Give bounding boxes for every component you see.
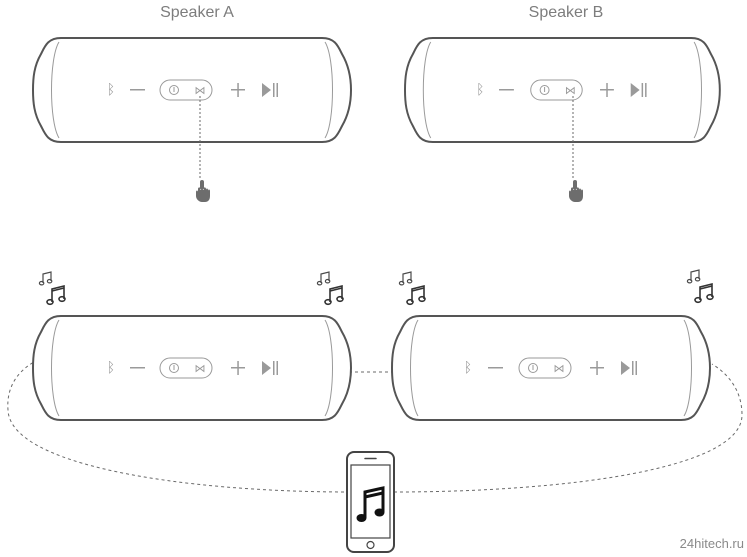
bluetooth-icon[interactable]: ᛒ — [476, 82, 484, 98]
smartphone-icon — [346, 451, 395, 553]
connect-plus-icon[interactable]: ⋈ — [195, 84, 206, 97]
power-icon[interactable] — [539, 85, 550, 95]
bluetooth-icon[interactable]: ᛒ — [107, 82, 115, 98]
power-connect-button-group — [159, 79, 213, 101]
volume-down-icon[interactable] — [488, 367, 503, 369]
connect-plus-icon[interactable]: ⋈ — [565, 84, 576, 97]
volume-down-icon[interactable] — [130, 89, 145, 91]
power-icon[interactable] — [169, 363, 179, 373]
power-connect-button-group — [518, 357, 572, 379]
wireless-links — [7, 361, 743, 493]
music-note-icon — [356, 486, 385, 522]
volume-down-icon[interactable] — [130, 367, 145, 369]
power-connect-button-group — [159, 357, 213, 379]
bluetooth-icon[interactable]: ᛒ — [464, 360, 472, 376]
connect-plus-icon[interactable]: ⋈ — [554, 362, 565, 375]
power-icon[interactable] — [169, 85, 179, 95]
power-icon[interactable] — [528, 363, 538, 373]
volume-down-icon[interactable] — [499, 89, 514, 91]
music-notes-icon — [316, 271, 344, 306]
music-notes-icon — [38, 271, 66, 306]
play-pause-icon[interactable] — [621, 361, 637, 375]
link-phone-left-loop — [7, 361, 351, 493]
bluetooth-icon[interactable]: ᛒ — [107, 360, 115, 376]
hand-pointer-icon — [196, 180, 210, 202]
volume-up-icon[interactable] — [590, 361, 604, 375]
speaker-a-paired: ᛒ ⋈ — [32, 315, 352, 421]
music-notes-icon — [686, 269, 714, 304]
volume-up-icon[interactable] — [231, 83, 245, 97]
speaker-b-paired: ᛒ ⋈ — [391, 315, 711, 421]
play-pause-icon[interactable] — [262, 83, 278, 97]
music-notes-icon — [398, 271, 426, 306]
play-pause-icon[interactable] — [262, 361, 278, 375]
hand-pointer-icon — [569, 180, 583, 202]
power-connect-button-group — [530, 79, 583, 101]
watermark: 24hitech.ru — [680, 536, 744, 551]
volume-up-icon[interactable] — [231, 361, 245, 375]
volume-up-icon[interactable] — [600, 83, 614, 97]
speaker-b-label: Speaker B — [529, 4, 604, 21]
link-phone-right-loop — [393, 363, 743, 493]
speaker-b: ᛒ ⋈ — [404, 37, 721, 143]
speaker-a-label: Speaker A — [160, 4, 234, 21]
connect-plus-icon[interactable]: ⋈ — [195, 362, 206, 375]
play-pause-icon[interactable] — [630, 83, 647, 97]
phone-home-button — [366, 540, 375, 550]
speaker-a: ᛒ ⋈ — [32, 37, 352, 143]
